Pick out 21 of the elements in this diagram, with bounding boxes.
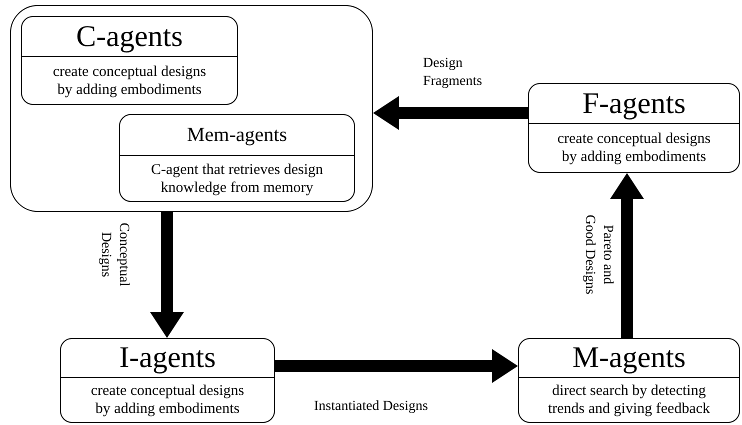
agent-box: [21, 16, 238, 105]
agent-box: [60, 338, 275, 423]
agent-description: create conceptual designs by adding embodiments: [90, 382, 246, 418]
agent-description: direct search by detecting trends and giving feedback: [546, 382, 712, 418]
agent-description: create conceptual designs by adding embodiments: [52, 62, 208, 98]
agent-title: I-agents: [119, 343, 216, 373]
arrow: [373, 96, 528, 130]
agent-box: [528, 83, 740, 173]
agent-box: [119, 114, 355, 202]
agent-title: C-agents: [76, 22, 183, 52]
agent-description: C-agent that retrieves design knowledge from memory: [150, 160, 324, 196]
arrow: [610, 173, 644, 338]
agent-title: Mem-agents: [187, 125, 287, 145]
agent-title: F-agents: [582, 88, 686, 118]
agent-box: [518, 338, 740, 423]
agent-description: create conceptual designs by adding embodiments: [556, 130, 712, 166]
edge-label: Pareto and Good Designs: [581, 212, 616, 297]
arrow: [150, 212, 184, 338]
agent-title: M-agents: [572, 343, 686, 373]
box: [10, 5, 373, 212]
arrow: [275, 349, 518, 383]
